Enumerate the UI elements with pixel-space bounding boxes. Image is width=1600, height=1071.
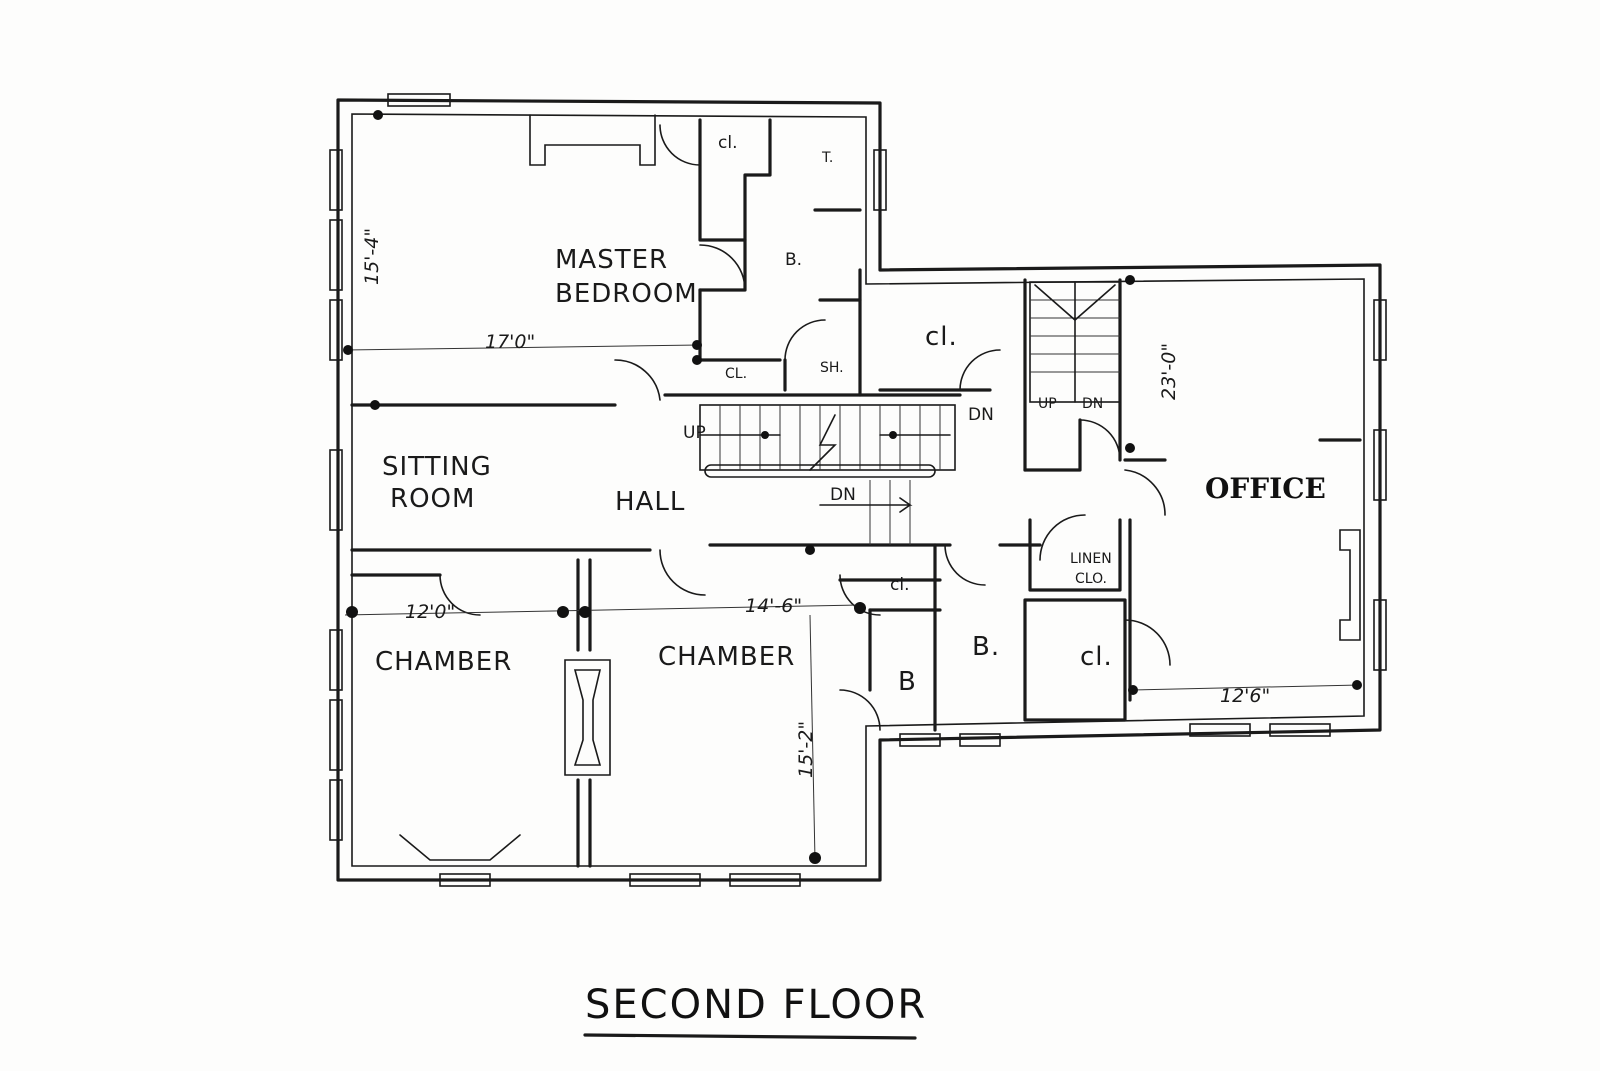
label-stair-down-hall: DN: [830, 485, 856, 505]
label-sitting-room-line2: ROOM: [390, 484, 475, 514]
label-closet-right: cl.: [1080, 642, 1113, 672]
dim-chamber-right-width: 14'-6": [745, 595, 802, 617]
label-stair-down-top: DN: [968, 405, 994, 425]
dim-office-depth: 23'-0": [1158, 343, 1180, 400]
room-labels: MASTER BEDROOM cl. T. B. CL. SH. cl. SIT…: [375, 133, 1326, 697]
windows: [329, 93, 1387, 887]
label-office: OFFICE: [1205, 472, 1326, 505]
label-bath-master: B.: [785, 250, 802, 270]
outer-walls: [336, 98, 1382, 882]
plan-title: SECOND FLOOR: [585, 982, 927, 1028]
label-hall: HALL: [615, 487, 685, 517]
label-closet-hall: cl.: [890, 575, 909, 595]
label-master-bedroom-line2: BEDROOM: [555, 279, 698, 309]
label-chamber-right: CHAMBER: [658, 642, 795, 672]
dim-master-width: 17'0": [485, 331, 535, 353]
label-sitting-room-line1: SITTING: [382, 452, 492, 482]
label-toilet: T.: [821, 150, 833, 166]
label-stair-up: UP: [683, 423, 706, 443]
dim-office-width: 12'6": [1220, 685, 1270, 707]
back-stair: [1029, 281, 1121, 403]
label-closet-master-lower: CL.: [725, 366, 747, 382]
label-linen-closet-line1: LINEN: [1070, 551, 1112, 567]
label-back-stair-up: UP: [1038, 396, 1057, 412]
dim-chamber-left-width: 12'0": [405, 601, 455, 623]
dimension-lines: [343, 110, 1362, 864]
label-closet-master: cl.: [718, 133, 737, 153]
dim-chamber-right-depth: 15'-2": [795, 721, 817, 778]
label-bath-center: B.: [972, 632, 1000, 662]
label-closet-large: cl.: [925, 322, 958, 352]
label-master-bedroom-line1: MASTER: [555, 245, 668, 275]
fireplaces: [399, 114, 1361, 861]
dim-master-depth: 15'-4": [361, 228, 383, 285]
label-back-stair-down: DN: [1082, 396, 1103, 412]
door-swings: [439, 124, 1171, 731]
dimension-labels: 17'0" 15'-4" 23'-0" 12'6" 12'0" 14'-6" 1…: [361, 228, 1270, 778]
label-linen-closet-line2: CLO.: [1075, 571, 1107, 587]
main-stair: [699, 404, 956, 545]
label-shower: SH.: [820, 360, 844, 376]
plan-title-group: SECOND FLOOR: [583, 982, 927, 1040]
label-bath-small: B: [898, 667, 917, 697]
stair-labels: UP DN DN UP DN: [683, 396, 1103, 505]
label-chamber-left: CHAMBER: [375, 647, 512, 677]
